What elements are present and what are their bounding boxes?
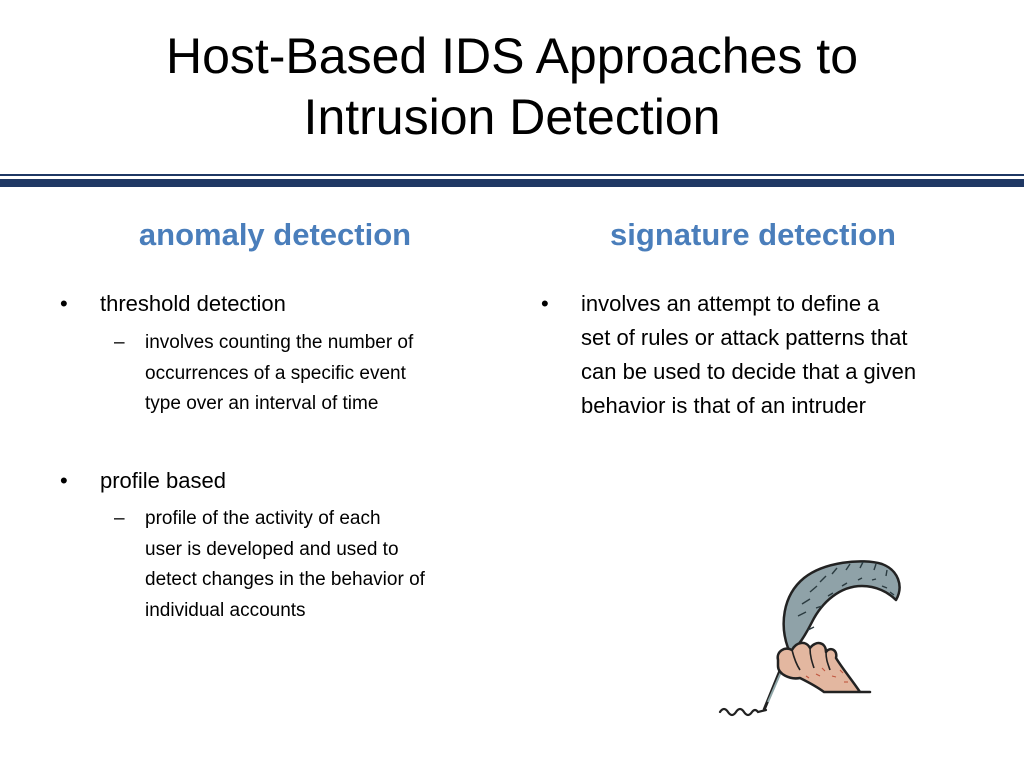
signature-detection-heading: signature detection — [610, 217, 896, 252]
sub-bullet-line: profile of the activity of each — [145, 508, 381, 529]
bullet-line: set of rules or attack patterns that — [581, 325, 908, 350]
bullet-dot: • — [60, 291, 68, 316]
bullet-label: threshold detection — [100, 291, 286, 316]
bullet-dot: • — [541, 291, 549, 316]
anomaly-detection-heading: anomaly detection — [138, 217, 412, 252]
quill-pen-hand-icon — [718, 560, 901, 717]
bullet-dot: • — [60, 468, 68, 493]
slide-title-line-1: Host-Based IDS Approaches to — [165, 28, 859, 84]
bullet-line: behavior is that of an intruder — [581, 393, 866, 418]
title-rule-thin — [0, 174, 1024, 176]
slide-title-line-2: Intrusion Detection — [303, 89, 721, 145]
sub-bullet-line: type over an interval of time — [145, 393, 379, 414]
bullet-label: profile based — [100, 468, 226, 493]
slide-title: Host-Based IDS Approaches to Intrusion D… — [0, 26, 1024, 148]
sub-bullet-line: occurrences of a specific event — [145, 362, 406, 384]
sub-bullet-line: individual accounts — [145, 599, 306, 621]
title-rule-thick — [0, 179, 1024, 187]
bullet-line: can be used to decide that a given — [581, 359, 917, 384]
sub-bullet-text: profile of the activity of each user is … — [145, 504, 505, 626]
sub-bullet-text: involves counting the number of occurren… — [145, 328, 505, 420]
bullet-text: involves an attempt to define a set of r… — [581, 287, 1001, 423]
sub-bullet-line: involves counting the number of — [145, 332, 414, 353]
bullet-line: involves an attempt to define a — [581, 291, 880, 316]
sub-bullet-line: detect changes in the behavior of — [145, 569, 425, 590]
sub-bullet-line: user is developed and used to — [145, 538, 399, 560]
sub-bullet-dash: – — [114, 332, 125, 353]
sub-bullet-dash: – — [114, 508, 125, 529]
